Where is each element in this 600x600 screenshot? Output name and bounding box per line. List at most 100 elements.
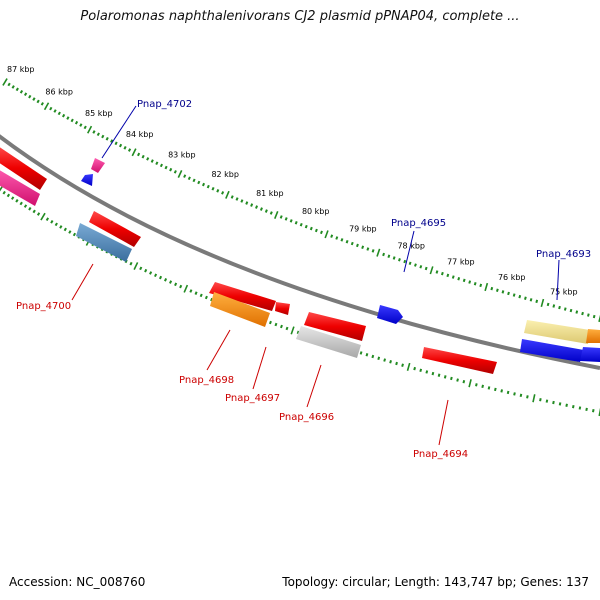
ruler-minor-tick xyxy=(221,191,225,195)
ruler-minor-tick xyxy=(159,275,163,280)
ruler-minor-tick xyxy=(169,167,173,172)
gene-feature-pnap-4698[interactable] xyxy=(210,292,270,327)
gene-feature-pnap-4702[interactable] xyxy=(91,158,105,173)
ruler-minor-tick xyxy=(350,241,354,246)
ruler-minor-tick xyxy=(494,387,497,392)
ruler-minor-tick xyxy=(118,143,123,148)
leader-pnap-4700 xyxy=(71,263,94,301)
ruler-minor-tick xyxy=(66,116,70,120)
ruler-minor-tick xyxy=(408,261,412,266)
gene-label-pnap-4700[interactable]: Pnap_4700 xyxy=(16,301,71,312)
ruler-minor-tick xyxy=(173,170,177,174)
ruler-minor-tick xyxy=(565,403,568,407)
ruler-major-tick xyxy=(468,379,472,388)
ruler-minor-tick xyxy=(524,296,527,300)
gene-label-pnap-4694[interactable]: Pnap_4694 xyxy=(413,449,468,460)
gene-feature-red-3[interactable] xyxy=(209,282,276,311)
gene-leader-lines xyxy=(71,105,560,446)
kbp-tick-label: 75 kbp xyxy=(550,287,578,296)
ruler-minor-tick xyxy=(50,220,54,224)
ruler-minor-tick xyxy=(473,281,477,286)
ruler-minor-tick xyxy=(141,154,145,159)
ruler-minor-tick xyxy=(392,256,396,260)
leader-pnap-4698 xyxy=(206,329,231,371)
ruler-minor-tick xyxy=(211,186,215,191)
ruler-minor-tick xyxy=(365,353,369,357)
ruler-minor-tick xyxy=(435,270,439,274)
backbone-circle xyxy=(0,134,600,370)
ruler-minor-tick xyxy=(558,402,562,406)
gene-feature-red-4[interactable] xyxy=(275,302,290,315)
ruler-major-tick xyxy=(540,298,545,307)
ruler-minor-tick xyxy=(210,297,214,302)
ruler-minor-tick xyxy=(264,209,268,213)
ruler-minor-tick xyxy=(192,178,196,183)
gene-feature-pnap-4694[interactable] xyxy=(422,347,497,374)
ruler-minor-tick xyxy=(296,330,300,335)
gene-label-pnap-4693[interactable]: Pnap_4693 xyxy=(536,249,591,260)
ruler-minor-tick xyxy=(129,261,133,266)
ruler-minor-tick xyxy=(451,275,455,279)
ruler-minor-tick xyxy=(194,291,198,295)
ruler-minor-tick xyxy=(36,212,41,216)
ruler-minor-tick xyxy=(371,354,375,359)
ruler-minor-tick xyxy=(259,207,263,211)
ruler-minor-tick xyxy=(279,215,283,219)
ruler-major-tick xyxy=(598,314,600,323)
gene-label-pnap-4698[interactable]: Pnap_4698 xyxy=(179,375,234,386)
ruler-minor-tick xyxy=(150,159,154,163)
ruler-minor-tick xyxy=(68,230,72,234)
ruler-minor-tick xyxy=(79,123,83,127)
ruler-minor-tick xyxy=(335,236,339,240)
ruler-minor-tick xyxy=(371,249,375,253)
gene-feature-pnap-4700[interactable] xyxy=(76,223,132,262)
ruler-minor-tick xyxy=(419,368,423,373)
gene-feature-blue-large[interactable] xyxy=(520,339,584,362)
ruler-minor-tick xyxy=(513,392,516,396)
ruler-minor-tick xyxy=(199,293,203,298)
gene-feature-red-2[interactable] xyxy=(89,211,141,247)
ruler-minor-tick xyxy=(450,376,453,381)
ruler-minor-tick xyxy=(28,206,32,211)
ruler-minor-tick xyxy=(49,106,53,111)
ruler-minor-tick xyxy=(578,406,582,410)
gene-feature-red-1[interactable] xyxy=(0,146,47,190)
ruler-minor-tick xyxy=(592,409,595,413)
ruler-minor-tick xyxy=(456,378,459,382)
gene-label-pnap-4697[interactable]: Pnap_4697 xyxy=(225,393,280,404)
ruler-minor-tick xyxy=(506,390,510,395)
ruler-major-tick xyxy=(429,266,434,275)
ruler-minor-tick xyxy=(274,322,278,327)
ruler-minor-tick xyxy=(74,120,79,125)
ruler-minor-tick xyxy=(500,389,504,393)
gene-feature-khaki[interactable] xyxy=(524,320,590,344)
ruler-minor-tick xyxy=(235,197,239,201)
gene-feature-pnap-4695[interactable] xyxy=(377,305,403,324)
ruler-minor-tick xyxy=(54,222,58,227)
ruler-minor-tick xyxy=(240,199,244,203)
ruler-minor-tick xyxy=(19,90,24,94)
ruler-major-tick xyxy=(532,394,536,403)
gene-label-pnap-4695[interactable]: Pnap_4695 xyxy=(391,218,446,229)
ruler-minor-tick xyxy=(269,211,273,215)
ruler-minor-tick xyxy=(359,351,363,355)
ruler-major-tick xyxy=(225,190,230,199)
ruler-minor-tick xyxy=(144,268,148,273)
ruler-minor-tick xyxy=(529,298,533,302)
gene-feature-pink-1[interactable] xyxy=(0,168,40,206)
gene-feature-orange-edge[interactable] xyxy=(586,329,600,343)
ruler-minor-tick xyxy=(139,266,143,271)
gene-label-pnap-4702[interactable]: Pnap_4702 xyxy=(137,99,192,110)
ruler-minor-tick xyxy=(269,320,272,325)
gene-feature-blue-small[interactable] xyxy=(81,174,93,186)
gene-label-pnap-4696[interactable]: Pnap_4696 xyxy=(279,412,334,423)
ruler-minor-tick xyxy=(285,326,289,331)
gene-feature-blue-edge[interactable] xyxy=(580,347,600,362)
leader-pnap-4697 xyxy=(252,346,267,390)
ruler-minor-tick xyxy=(201,182,206,187)
gene-feature-pnap-4696[interactable] xyxy=(296,326,361,358)
gene-labels: Pnap_4702 Pnap_4695 Pnap_4693 Pnap_4700 … xyxy=(16,99,591,460)
gene-feature-red-5[interactable] xyxy=(304,312,366,341)
ruler-minor-tick xyxy=(189,289,193,293)
